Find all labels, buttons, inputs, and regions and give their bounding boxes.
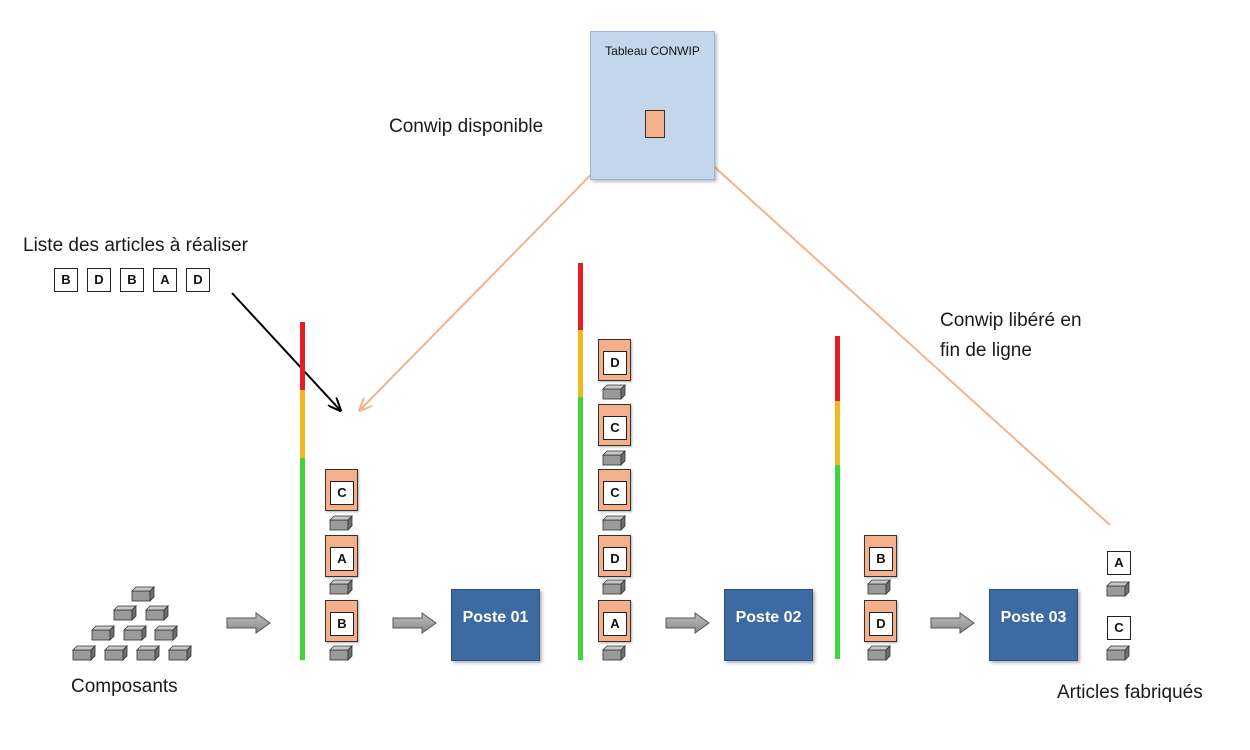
article-list-item: D — [87, 268, 111, 292]
conwip-dispatch-arrow — [360, 139, 626, 410]
part-box — [602, 384, 626, 400]
station-poste-03: Poste 03 — [989, 589, 1078, 661]
label-finished-articles: Articles fabriqués — [1057, 682, 1203, 703]
part-box — [1106, 645, 1130, 661]
conwip-card: C — [598, 469, 631, 511]
article-list-item: B — [120, 268, 144, 292]
component-box — [104, 645, 128, 661]
part-box — [602, 515, 626, 531]
card-article: C — [603, 416, 627, 440]
article-list-arrow — [231, 292, 340, 410]
component-box — [145, 605, 169, 621]
finished-article: C — [1107, 616, 1131, 640]
transfer-arrow — [930, 612, 975, 634]
card-article: A — [603, 612, 627, 636]
article-list-item: D — [186, 268, 210, 292]
label-conwip-released-1: Conwip libéré en — [940, 310, 1082, 331]
conwip-card: D — [598, 535, 631, 577]
conwip-card: B — [864, 535, 897, 577]
component-box — [154, 625, 178, 641]
wip-gauge — [835, 336, 840, 659]
conwip-card: A — [598, 600, 631, 642]
conwip-card: D — [864, 600, 897, 642]
part-box — [329, 515, 353, 531]
board-title: Tableau CONWIP — [605, 44, 700, 58]
part-box — [602, 579, 626, 595]
part-box — [602, 450, 626, 466]
station-poste-01: Poste 01 — [451, 589, 540, 661]
part-box — [329, 645, 353, 661]
station-poste-02: Poste 02 — [724, 589, 813, 661]
transfer-arrow — [392, 612, 437, 634]
component-box — [131, 586, 155, 602]
conwip-card: B — [325, 600, 358, 642]
conwip-card: C — [598, 404, 631, 446]
part-box — [867, 645, 891, 661]
article-list-item: A — [153, 268, 177, 292]
card-article: D — [869, 612, 893, 636]
card-article: D — [603, 351, 627, 375]
transfer-arrow — [226, 612, 271, 634]
component-box — [136, 645, 160, 661]
conwip-board: Tableau CONWIP — [590, 31, 715, 180]
card-article: A — [330, 547, 354, 571]
wip-gauge — [300, 322, 305, 660]
card-article: B — [330, 612, 354, 636]
available-conwip-card — [645, 110, 665, 138]
conwip-card: D — [598, 339, 631, 381]
part-box — [602, 645, 626, 661]
transfer-arrow — [665, 612, 710, 634]
part-box — [1106, 581, 1130, 597]
label-conwip-released-2: fin de ligne — [940, 340, 1032, 361]
finished-article: A — [1107, 551, 1131, 575]
card-article: C — [330, 481, 354, 505]
card-article: C — [603, 481, 627, 505]
conwip-return-arrow — [688, 143, 1111, 526]
component-box — [123, 625, 147, 641]
part-box — [329, 579, 353, 595]
part-box — [867, 579, 891, 595]
conwip-card: C — [325, 469, 358, 511]
component-box — [168, 645, 192, 661]
component-box — [113, 605, 137, 621]
conwip-card: A — [325, 535, 358, 577]
component-box — [91, 625, 115, 641]
label-components: Composants — [71, 676, 178, 697]
label-conwip-available: Conwip disponible — [389, 116, 544, 137]
article-list-item: B — [54, 268, 78, 292]
card-article: D — [603, 547, 627, 571]
card-article: B — [869, 547, 893, 571]
component-box — [72, 645, 96, 661]
label-article-list: Liste des articles à réaliser — [23, 235, 248, 256]
wip-gauge — [578, 263, 583, 660]
